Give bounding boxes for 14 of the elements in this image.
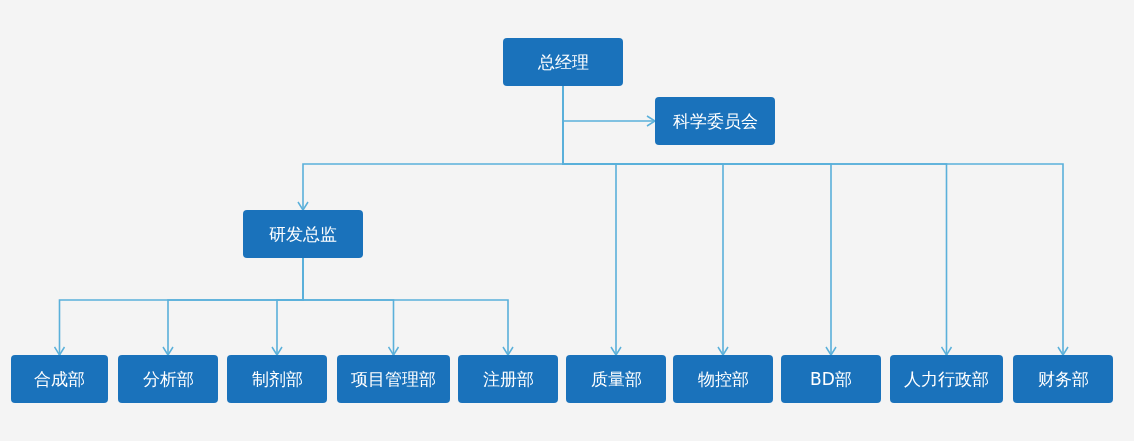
org-box: 科学委员会 <box>655 97 775 145</box>
org-box: 分析部 <box>118 355 218 403</box>
org-box: 总经理 <box>503 38 623 86</box>
org-box: BD部 <box>781 355 881 403</box>
org-box: 物控部 <box>673 355 773 403</box>
org-box: 人力行政部 <box>890 355 1003 403</box>
org-box: 研发总监 <box>243 210 363 258</box>
org-box: 合成部 <box>11 355 108 403</box>
org-box: 质量部 <box>566 355 666 403</box>
org-box: 项目管理部 <box>337 355 450 403</box>
org-box: 制剂部 <box>227 355 327 403</box>
org-box: 注册部 <box>458 355 558 403</box>
org-box: 财务部 <box>1013 355 1113 403</box>
connector-arrow <box>302 257 514 356</box>
